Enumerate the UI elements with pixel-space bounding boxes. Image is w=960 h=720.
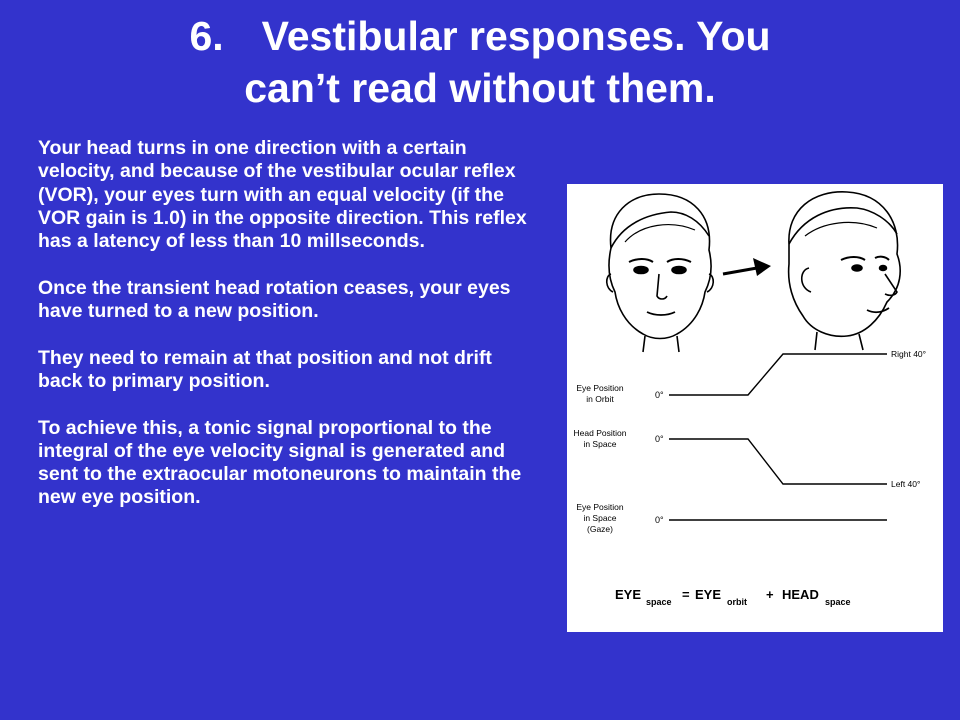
- tick-gaze-zero: 0°: [655, 515, 664, 525]
- eq-equals: =: [682, 587, 690, 602]
- body-text: Your head turns in one direction with a …: [38, 137, 528, 533]
- title-line-1: 6. Vestibular responses. You: [0, 10, 960, 62]
- eq-head: HEAD: [782, 587, 819, 602]
- label-left-40: Left 40°: [891, 479, 920, 489]
- eq-sub-space-1: space: [646, 597, 672, 607]
- eq-sub-orbit: orbit: [727, 597, 747, 607]
- eq-eye-1: EYE: [615, 587, 641, 602]
- gaze-equation: EYE space = EYE orbit + HEAD space: [615, 587, 851, 607]
- trace-head-space: [669, 438, 887, 485]
- tick-head-space-zero: 0°: [655, 434, 664, 444]
- vor-diagram: Eye Position in Orbit 0° Right 40° Head …: [574, 191, 926, 607]
- label-gaze-2: in Space: [583, 513, 616, 523]
- tick-eye-orbit-zero: 0°: [655, 390, 664, 400]
- face-turned-illustration: [787, 191, 901, 351]
- label-eye-orbit-2: in Orbit: [586, 394, 614, 404]
- label-head-space-1: Head Position: [574, 428, 627, 438]
- label-gaze-3: (Gaze): [587, 524, 613, 534]
- trace-eye-orbit: [669, 353, 887, 396]
- paragraph-remain: They need to remain at that position and…: [38, 346, 492, 392]
- paragraph-new-position: Once the transient head rotation ceases,…: [38, 276, 511, 323]
- label-right-40: Right 40°: [891, 349, 926, 359]
- paragraph-integrator: To achieve this, a tonic signal proporti…: [38, 416, 522, 509]
- label-gaze-1: Eye Position: [576, 502, 624, 512]
- title-line-2: can’t read without them.: [244, 65, 716, 111]
- label-head-space-2: in Space: [583, 439, 616, 449]
- title-number: 6.: [189, 13, 224, 59]
- title-text-1: Vestibular responses. You: [261, 13, 771, 59]
- label-eye-orbit-1: Eye Position: [576, 383, 624, 393]
- eq-plus: +: [766, 587, 774, 602]
- slide-title: 6. Vestibular responses. You can’t read w…: [0, 10, 960, 114]
- eq-sub-space-2: space: [825, 597, 851, 607]
- rotation-arrow: [722, 258, 771, 276]
- eq-eye-2: EYE: [695, 587, 721, 602]
- vor-figure: Eye Position in Orbit 0° Right 40° Head …: [567, 184, 943, 632]
- face-front-illustration: [605, 193, 715, 353]
- paragraph-vor: Your head turns in one direction with a …: [38, 137, 527, 253]
